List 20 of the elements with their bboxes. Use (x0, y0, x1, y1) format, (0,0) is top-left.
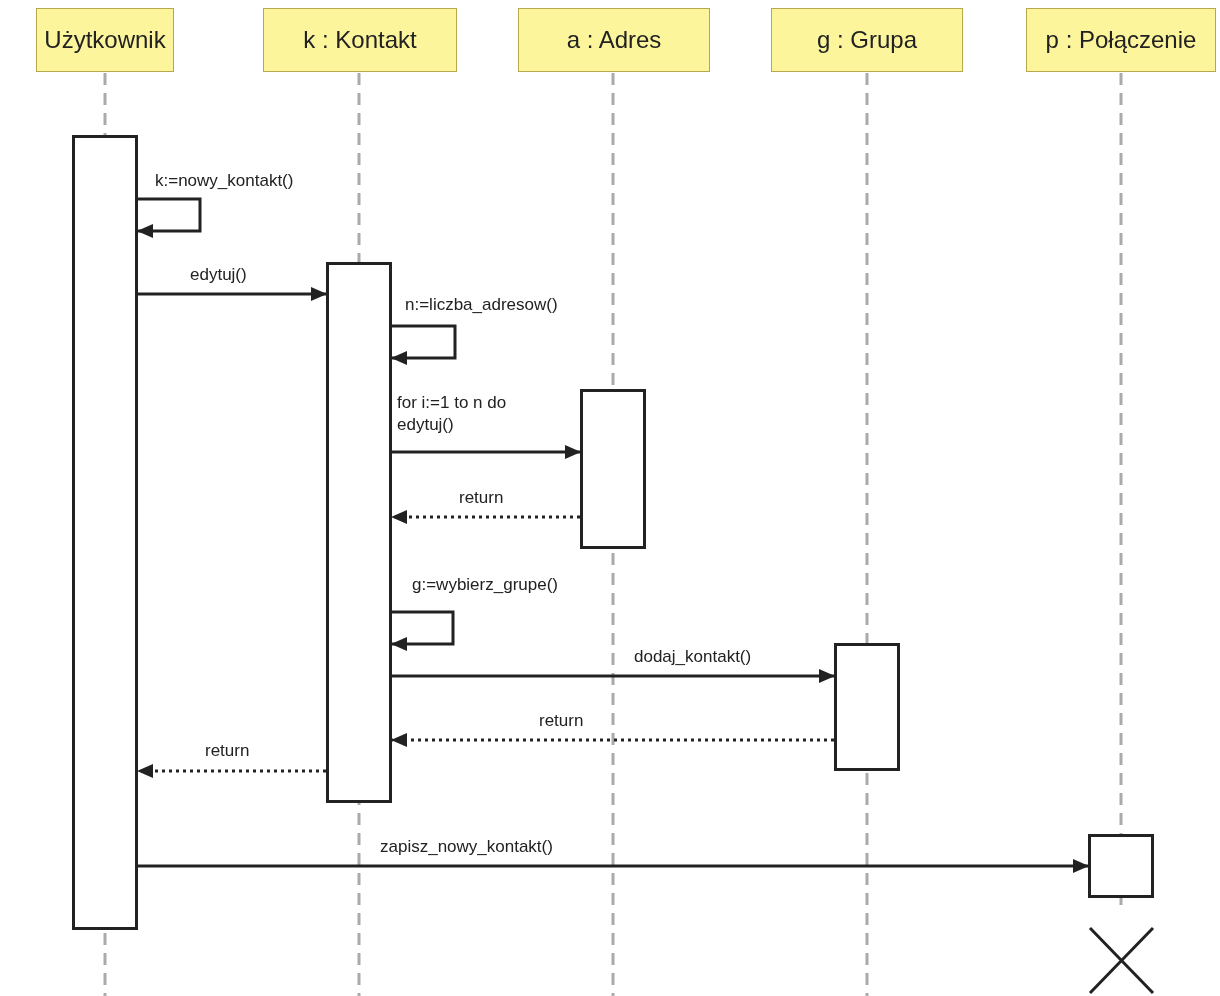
return-arrow (391, 733, 834, 747)
lifeline-header: Użytkownik (36, 8, 174, 72)
self-message-arrow (391, 324, 457, 365)
lifeline-header: g : Grupa (771, 8, 963, 72)
activation-bar (580, 389, 646, 549)
activation-bar (1088, 834, 1154, 898)
message-arrow (138, 859, 1089, 873)
activation-bar (72, 135, 138, 930)
message-arrow (138, 287, 327, 301)
message-arrow (392, 669, 835, 683)
self-message-arrow (391, 610, 455, 651)
return-arrow (391, 510, 580, 524)
message-arrow (392, 445, 581, 459)
activation-bar (834, 643, 900, 771)
return-arrow (137, 764, 326, 778)
lifeline-header: k : Kontakt (263, 8, 457, 72)
lifeline-header: p : Połączenie (1026, 8, 1216, 72)
lifeline-header: a : Adres (518, 8, 710, 72)
activation-bar (326, 262, 392, 803)
self-message-arrow (137, 197, 202, 238)
